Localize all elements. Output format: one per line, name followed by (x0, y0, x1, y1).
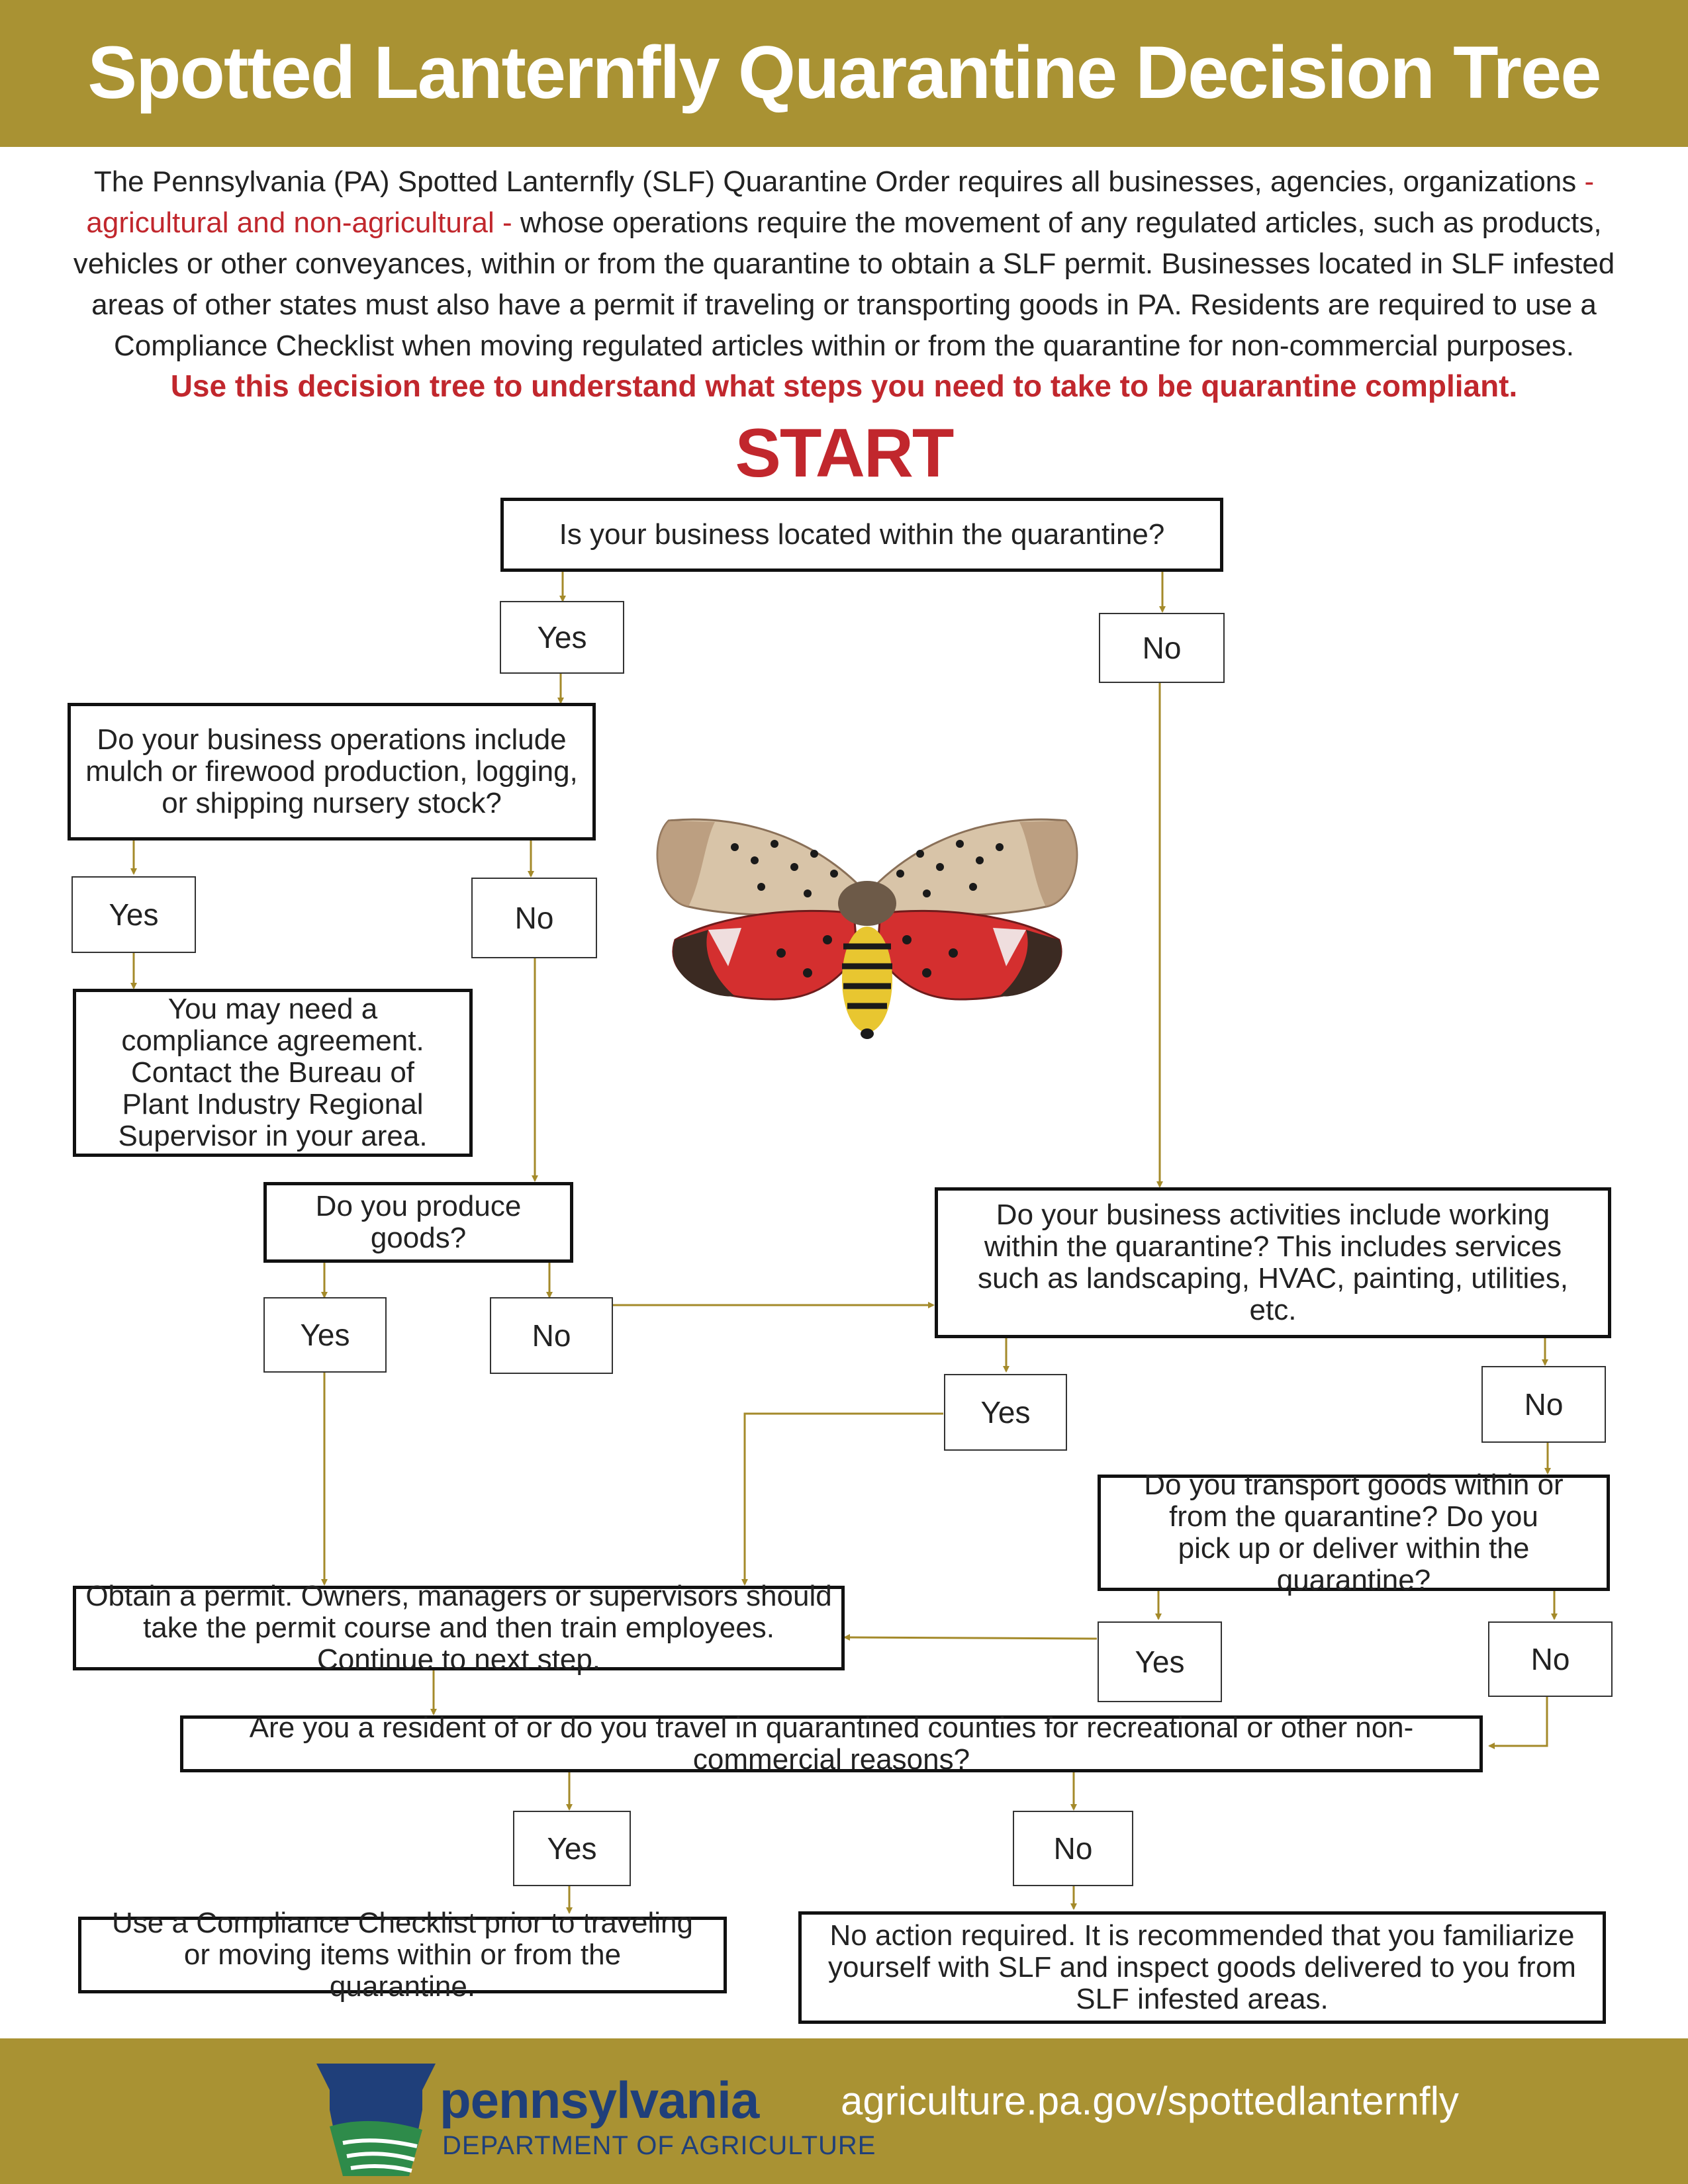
question-business-operations: Do your business operations include mulc… (68, 703, 596, 841)
intro-text-1: The Pennsylvania (PA) Spotted Lanternfly… (93, 165, 1585, 198)
result-compliance-agreement: You may need a compliance agreement. Con… (73, 989, 473, 1157)
answer-located-no: No (1099, 613, 1225, 683)
header-band: Spotted Lanternfly Quarantine Decision T… (0, 0, 1688, 147)
question-produce-goods: Do you produce goods? (263, 1182, 573, 1263)
edge-no-resident (1488, 1696, 1548, 1749)
answer-produce-yes: Yes (263, 1297, 387, 1373)
answer-operations-yes: Yes (71, 876, 196, 953)
footer-url-link[interactable]: agriculture.pa.gov/spottedlanternfly (841, 2079, 1459, 2123)
answer-operations-no: No (471, 878, 597, 958)
answer-produce-no: No (490, 1297, 613, 1374)
question-resident-or-travel: Are you a resident of or do you travel i… (180, 1712, 1483, 1776)
answer-resident-no: No (1013, 1811, 1133, 1886)
question-business-activities: Do your business activities include work… (935, 1187, 1611, 1338)
intro-paragraph: The Pennsylvania (PA) Spotted Lanternfly… (40, 161, 1648, 367)
footer-org-name: pennsylvania (440, 2071, 759, 2129)
footer-department: DEPARTMENT OF AGRICULTURE (442, 2131, 876, 2160)
result-no-action-required: No action required. It is recommended th… (798, 1911, 1606, 2024)
footer-band (0, 2038, 1688, 2184)
result-compliance-checklist: Use a Compliance Checklist prior to trav… (78, 1907, 727, 2003)
edge-yes-permit-2 (843, 1634, 1098, 1641)
answer-transport-no: No (1488, 1621, 1613, 1697)
answer-resident-yes: Yes (513, 1811, 631, 1886)
answer-activities-no: No (1481, 1366, 1606, 1443)
intro-text-highlight: -agricultural and non-agricultural - (86, 165, 1595, 239)
page-title: Spotted Lanternfly Quarantine Decision T… (87, 31, 1601, 114)
edge-activitiesyes-permit (741, 1412, 943, 1586)
intro-call-to-action: Use this decision tree to understand wha… (170, 369, 1518, 403)
start-label: START (735, 415, 955, 492)
keystone-logo-icon (316, 2064, 436, 2176)
answer-transport-yes: Yes (1098, 1621, 1222, 1702)
intro-text-2: whose operations require the movement of… (73, 206, 1615, 362)
question-transport-goods: Do you transport goods within or from th… (1098, 1469, 1610, 1596)
answer-located-yes: Yes (500, 601, 624, 674)
result-obtain-permit: Obtain a permit. Owners, managers or sup… (73, 1580, 845, 1676)
answer-activities-yes: Yes (944, 1374, 1067, 1451)
question-located-in-quarantine: Is your business located within the quar… (500, 498, 1223, 572)
spotted-lanternfly-image (656, 818, 1078, 1039)
